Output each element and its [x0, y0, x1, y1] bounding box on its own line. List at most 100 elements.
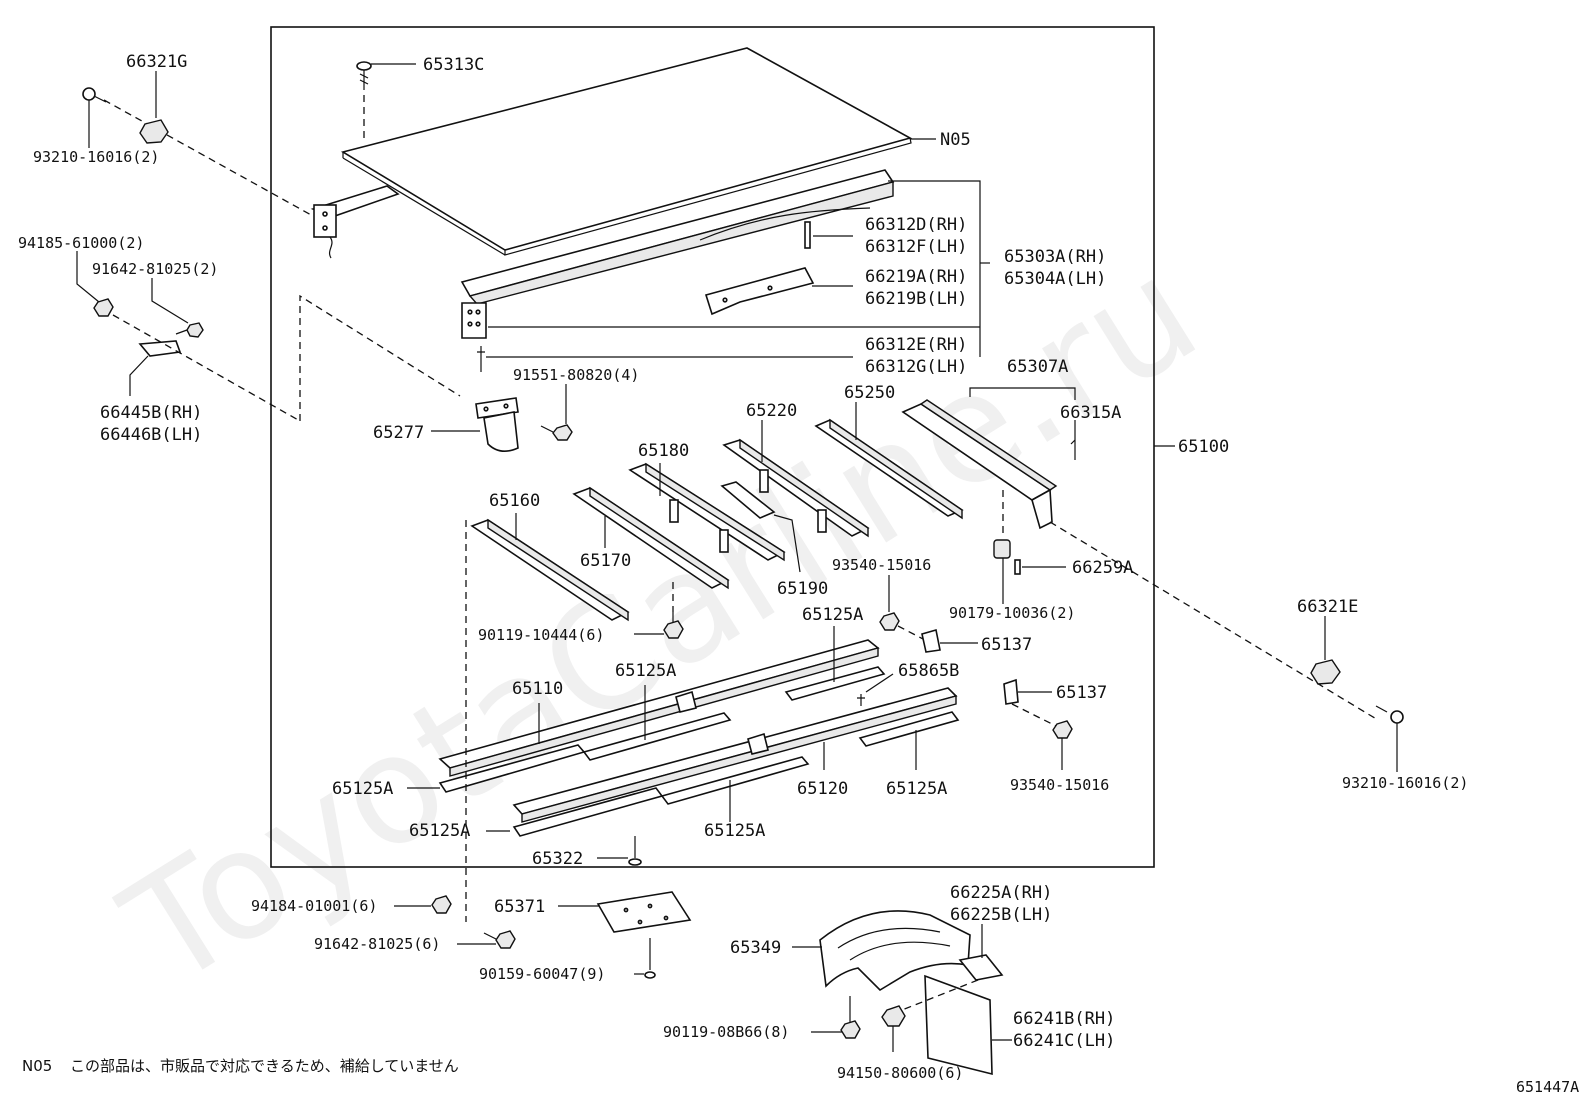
- shim-65125a-6[interactable]: [660, 756, 810, 805]
- note-text: この部品は、市販品で対応できるため、補給していません: [70, 1057, 459, 1075]
- shim-65125a-3[interactable]: [784, 666, 886, 701]
- label-66219a: 66219A(RH): [865, 267, 967, 287]
- crossmember-65160[interactable]: [470, 518, 630, 622]
- label-65125a-4: 65125A: [886, 779, 947, 799]
- label-93540-top: 93540-15016: [832, 556, 931, 574]
- label-93210-right: 93210-16016(2): [1342, 774, 1468, 792]
- label-65125a-6: 65125A: [704, 821, 765, 841]
- label-65120: 65120: [797, 779, 848, 799]
- label-90179: 90179-10036(2): [949, 604, 1075, 622]
- crossmember-65250[interactable]: [814, 418, 964, 520]
- clip-sill-left: [675, 690, 697, 713]
- label-90119-08b66: 90119-08B66(8): [663, 1023, 789, 1041]
- assembly-frame: [270, 26, 1155, 868]
- sill-65110[interactable]: [438, 639, 880, 777]
- label-66446b: 66446B(LH): [100, 425, 202, 445]
- clamp-66445b[interactable]: [138, 340, 182, 357]
- label-66312d: 66312D(RH): [865, 215, 967, 235]
- label-65110: 65110: [512, 679, 563, 699]
- bolt-93540-lower-icon: [1052, 720, 1073, 739]
- nut-66321g-icon: [139, 119, 169, 144]
- fender-65349[interactable]: [819, 910, 971, 992]
- bolt-93540-top-icon: [879, 612, 900, 631]
- side-rod-bracket[interactable]: [310, 185, 400, 259]
- bolt-65322-icon: [628, 836, 642, 866]
- label-94150: 94150-80600(6): [837, 1064, 963, 1082]
- label-66219b: 66219B(LH): [865, 289, 967, 309]
- label-66312e: 66312E(RH): [865, 335, 967, 355]
- bolt-91551-icon: [540, 424, 573, 441]
- label-94185: 94185-61000(2): [18, 234, 144, 252]
- label-66315a: 66315A: [1060, 403, 1121, 423]
- plate-65371[interactable]: [596, 891, 692, 933]
- label-65277: 65277: [373, 423, 424, 443]
- bracket-66225a[interactable]: [958, 954, 1004, 981]
- bracket-65277[interactable]: [475, 397, 519, 452]
- bolt-93210-left-icon: [82, 87, 107, 103]
- screw-65313c-icon: [356, 61, 372, 90]
- label-n05: N05: [940, 130, 971, 150]
- label-65125a-3: 65125A: [332, 779, 393, 799]
- label-65125a-5: 65125A: [409, 821, 470, 841]
- label-66259a: 66259A: [1072, 558, 1133, 578]
- crossmember-65180[interactable]: [628, 462, 786, 562]
- label-66312g: 66312G(LH): [865, 357, 967, 377]
- shim-65125a-4[interactable]: [858, 711, 960, 747]
- pin-66312d-icon: [804, 221, 811, 249]
- crossmember-65220[interactable]: [722, 438, 870, 538]
- screw-90159-icon: [644, 938, 656, 979]
- bolt-90119-10444-icon: [663, 612, 684, 639]
- nut-94185-icon: [93, 298, 114, 317]
- bolt-93210-right-icon: [1375, 705, 1404, 724]
- label-66445b: 66445B(RH): [100, 403, 202, 423]
- deck-board[interactable]: [340, 47, 913, 256]
- label-91551: 91551-80820(4): [513, 366, 639, 384]
- nut-94184-icon: [431, 895, 452, 914]
- label-94184: 94184-01001(6): [251, 897, 377, 915]
- label-91642-bottom: 91642-81025(6): [314, 935, 440, 953]
- crossmember-65170[interactable]: [572, 486, 730, 590]
- crossmember-65307a[interactable]: [901, 399, 1058, 530]
- pin-65865b-icon: [857, 694, 865, 706]
- side-rail-65303a[interactable]: [460, 169, 895, 339]
- cushion-90179-icon: [993, 539, 1011, 559]
- note-code: N05: [22, 1057, 52, 1075]
- pin-66315a-icon: [1070, 439, 1076, 460]
- crossmember-65190[interactable]: [720, 481, 776, 519]
- label-66321g: 66321G: [126, 52, 187, 72]
- bracket-65137-lower[interactable]: [1003, 678, 1019, 705]
- pin-66259a-icon: [1014, 559, 1021, 575]
- label-65865b: 65865B: [898, 661, 959, 681]
- label-65313c: 65313C: [423, 55, 484, 75]
- label-93540-lower: 93540-15016: [1010, 776, 1109, 794]
- mudflap-66241b[interactable]: [924, 974, 993, 1076]
- label-93210-left: 93210-16016(2): [33, 148, 159, 166]
- label-65303a: 65303A(RH): [1004, 247, 1106, 267]
- label-66225a: 66225A(RH): [950, 883, 1052, 903]
- label-65220: 65220: [746, 401, 797, 421]
- sill-65120[interactable]: [512, 687, 958, 823]
- label-66225b: 66225B(LH): [950, 905, 1052, 925]
- shim-65125a-2[interactable]: [582, 712, 732, 761]
- label-65125a-1: 65125A: [802, 605, 863, 625]
- bracket-65137-top[interactable]: [921, 628, 941, 653]
- nut-94150-icon: [881, 1005, 906, 1027]
- pin-66312e-icon: [477, 346, 485, 372]
- label-66312f: 66312F(LH): [865, 237, 967, 257]
- label-65100: 65100: [1178, 437, 1229, 457]
- label-66241b: 66241B(RH): [1013, 1009, 1115, 1029]
- label-65322: 65322: [532, 849, 583, 869]
- label-65180: 65180: [638, 441, 689, 461]
- label-66321e: 66321E: [1297, 597, 1358, 617]
- label-65349: 65349: [730, 938, 781, 958]
- gusset-66219a[interactable]: [704, 267, 815, 316]
- label-65170: 65170: [580, 551, 631, 571]
- label-65304a: 65304A(LH): [1004, 269, 1106, 289]
- label-65125a-2: 65125A: [615, 661, 676, 681]
- label-66241c: 66241C(LH): [1013, 1031, 1115, 1051]
- label-65137-lower: 65137: [1056, 683, 1107, 703]
- nut-66321e-icon: [1310, 659, 1341, 685]
- label-65190: 65190: [777, 579, 828, 599]
- label-65307a: 65307A: [1007, 357, 1068, 377]
